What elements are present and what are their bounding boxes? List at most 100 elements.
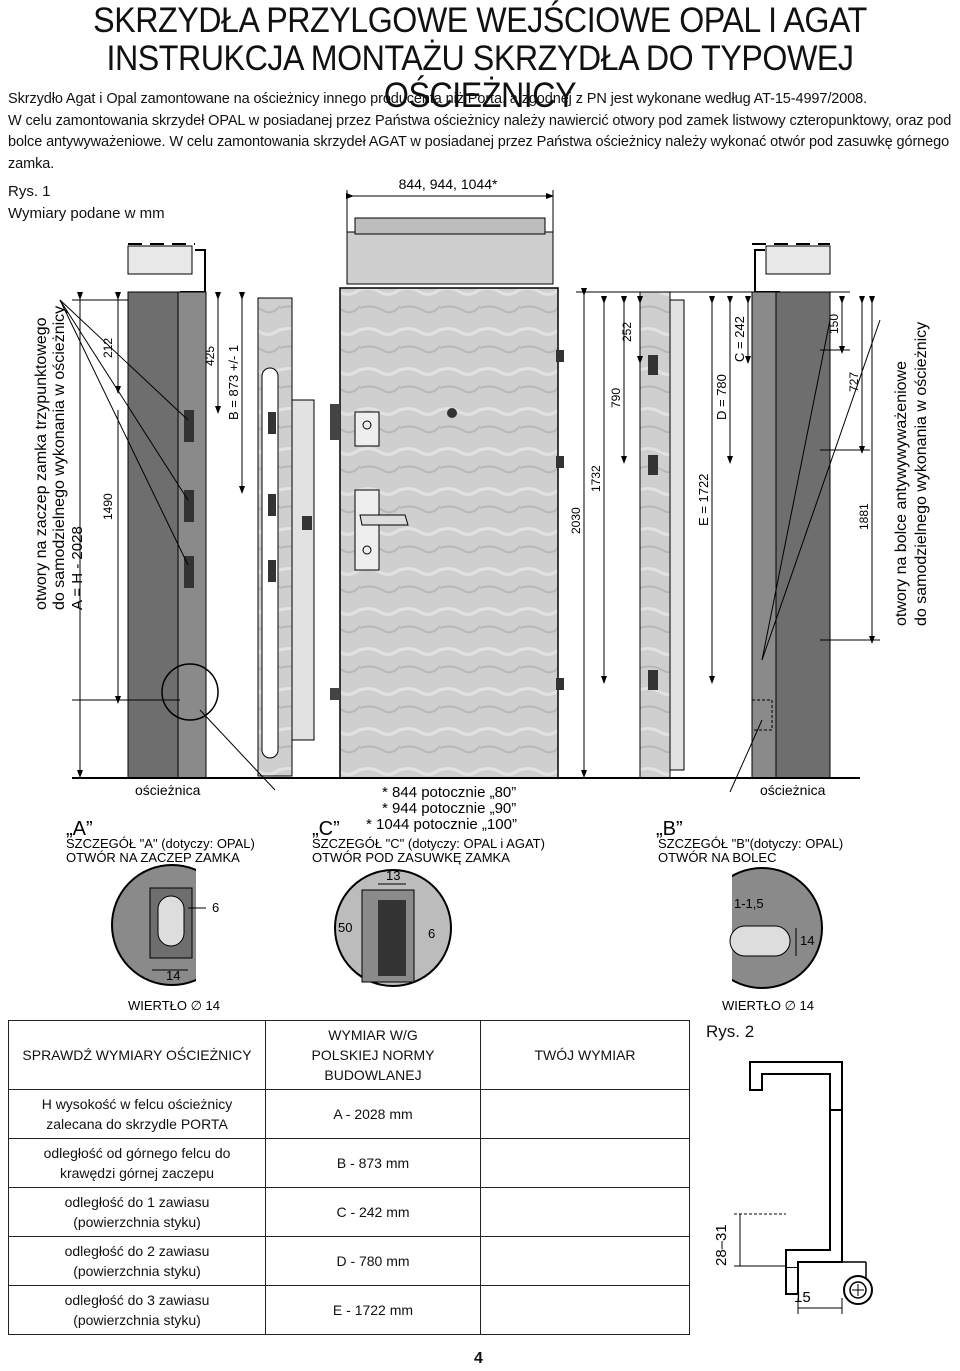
- table-row-yours[interactable]: [480, 1285, 690, 1335]
- title-line-2: INSTRUKCJA MONTAŻU SKRZYDŁA DO TYPOWEJ O…: [106, 39, 854, 115]
- dim-1490: 1490: [101, 493, 115, 520]
- frame-profile-drawing: 28–31 15: [713, 1061, 873, 1314]
- table-header-norm-2: POLSKIEJ NORMY: [311, 1047, 435, 1063]
- table-row: odległość do 3 zawiasu (powierzchnia styk…: [8, 1285, 690, 1335]
- detail-a-line2: OTWÓR NA ZACZEP ZAMKA: [66, 850, 240, 865]
- dim-790: 790: [609, 388, 623, 408]
- oscieznica-right-label: ościeżnica: [760, 782, 826, 798]
- intro-p1: Skrzydło Agat i Opal zamontowane na ości…: [8, 91, 868, 107]
- table-row-norm: D - 780 mm: [265, 1236, 481, 1286]
- row-label-1: odległość do 3 zawiasu: [64, 1292, 210, 1308]
- dim-c: C = 242: [732, 316, 747, 362]
- detail-c-50: 50: [338, 920, 352, 935]
- table-row-norm: A - 2028 mm: [265, 1089, 481, 1139]
- table-row-norm: C - 242 mm: [265, 1187, 481, 1237]
- dim-727: 727: [847, 372, 861, 392]
- intro-p3: W celu zamontowania skrzydeł AGAT w posi…: [8, 134, 950, 172]
- detail-c-13: 13: [386, 868, 400, 883]
- table-row-label: H wysokość w felcu ościeżnicy zalecana do…: [8, 1089, 266, 1139]
- dim-2030: 2030: [569, 507, 583, 534]
- row-label-1: odległość do 2 zawiasu: [64, 1243, 210, 1259]
- profile-dim-15: 15: [794, 1289, 811, 1306]
- row-label-2: (powierzchnia styku): [73, 1214, 201, 1230]
- page-number: 4: [474, 1350, 483, 1367]
- title-line-1: SKRZYDŁA PRZYLGOWE WEJŚCIOWE OPAL I AGAT: [93, 1, 867, 40]
- door-diagram: 844, 944, 1044*: [33, 176, 930, 1010]
- row-label-2: (powierzchnia styku): [73, 1263, 201, 1279]
- note-944: * 944 potocznie „90”: [382, 800, 516, 817]
- detail-c-drawing: 13 50 6: [334, 868, 452, 987]
- detail-c-6: 6: [428, 926, 435, 941]
- detail-a-line1: SZCZEGÓŁ "A" (dotyczy: OPAL): [66, 836, 255, 851]
- profile-dim-28-31: 28–31: [713, 1224, 730, 1266]
- dim-212: 212: [101, 338, 115, 358]
- dim-d: D = 780: [714, 374, 729, 420]
- table-row: odległość od górnego felcu do krawędzi gó…: [8, 1138, 690, 1188]
- table-header-check-text: SPRAWDŹ WYMIARY OŚCIEŻNICY: [22, 1047, 252, 1063]
- table-row-yours[interactable]: [480, 1187, 690, 1237]
- detail-a-14: 14: [166, 968, 180, 983]
- rys-2-label: Rys. 2: [706, 1022, 755, 1041]
- table-row: odległość do 1 zawiasu (powierzchnia styk…: [8, 1187, 690, 1237]
- table-row-label: odległość do 3 zawiasu (powierzchnia styk…: [8, 1285, 266, 1335]
- note-1044: * 1044 potocznie „100”: [366, 816, 517, 833]
- row-label-1: odległość od górnego felcu do: [43, 1145, 231, 1161]
- row-label-2: zalecana do skrzydle PORTA: [46, 1116, 228, 1132]
- table-header-norm-3: BUDOWLANEJ: [324, 1067, 422, 1083]
- table-header-norm-1: WYMIAR W/G: [328, 1027, 418, 1043]
- detail-c-line1: SZCZEGÓŁ "C" (dotyczy: OPAL i AGAT): [312, 836, 545, 851]
- row-label-2: (powierzchnia styku): [73, 1312, 201, 1328]
- left-note-a: A = H - 2028: [69, 526, 86, 610]
- dim-1881: 1881: [857, 503, 871, 530]
- detail-b-14: 14: [800, 933, 814, 948]
- intro-text: Skrzydło Agat i Opal zamontowane na ości…: [8, 89, 956, 175]
- right-note-line-2: do samodzielnego wykonania w ościeżnicy: [913, 322, 930, 626]
- detail-b-mark: „B”: [656, 818, 683, 840]
- row-label-2: krawędzi górnej zaczepu: [59, 1165, 215, 1181]
- table-row-label: odległość od górnego felcu do krawędzi gó…: [8, 1138, 266, 1188]
- dim-b: B = 873 +/- 1: [226, 345, 241, 420]
- width-dimension: 844, 944, 1044*: [399, 176, 498, 192]
- table-row: H wysokość w felcu ościeżnicy zalecana do…: [8, 1089, 690, 1139]
- detail-b-drill: WIERTŁO ∅ 14: [722, 998, 814, 1010]
- detail-b-line2: OTWÓR NA BOLEC: [658, 850, 776, 865]
- note-844: * 844 potocznie „80”: [382, 784, 516, 801]
- dim-252: 252: [620, 322, 634, 342]
- dim-150: 150: [827, 314, 841, 334]
- table-row-norm: E - 1722 mm: [265, 1285, 481, 1335]
- detail-c-line2: OTWÓR POD ZASUWKĘ ZAMKA: [312, 850, 510, 865]
- table-row-norm: B - 873 mm: [265, 1138, 481, 1188]
- left-note-line-1: otwory na zaczep zamka trzypunktowego: [33, 317, 50, 610]
- units-label: Wymiary podane w mm: [8, 205, 165, 222]
- row-label-1: odległość do 1 zawiasu: [64, 1194, 210, 1210]
- table-header-check: SPRAWDŹ WYMIARY OŚCIEŻNICY: [8, 1020, 266, 1090]
- detail-a-drill: WIERTŁO ∅ 14: [128, 998, 220, 1010]
- table-header-yours-text: TWÓJ WYMIAR: [534, 1047, 636, 1063]
- table-header-row: SPRAWDŹ WYMIARY OŚCIEŻNICY WYMIAR W/G PO…: [8, 1020, 690, 1090]
- table-row-yours[interactable]: [480, 1089, 690, 1139]
- rys-1-label: Rys. 1: [8, 183, 51, 200]
- detail-a-6: 6: [212, 900, 219, 915]
- table-header-yours: TWÓJ WYMIAR: [480, 1020, 690, 1090]
- dim-425: 425: [203, 346, 217, 366]
- table-row-yours[interactable]: [480, 1138, 690, 1188]
- intro-p2: W celu zamontowania skrzydeł OPAL w posi…: [8, 112, 952, 151]
- oscieznica-left-label: ościeżnica: [135, 782, 201, 798]
- detail-a-drawing: 6 14 WIERTŁO ∅ 14: [111, 864, 236, 1010]
- left-note-line-2: do samodzielnego wykonania w ościeżnicy: [51, 306, 68, 610]
- table-row: odległość do 2 zawiasu (powierzchnia styk…: [8, 1236, 690, 1286]
- right-note-line-1: otwory na bolce antywywyważeniowe: [893, 361, 910, 626]
- detail-b-drawing: 1-1,5 14 WIERTŁO ∅ 14: [700, 866, 823, 1010]
- table-row-label: odległość do 1 zawiasu (powierzchnia styk…: [8, 1187, 266, 1237]
- dimension-check-table: SPRAWDŹ WYMIARY OŚCIEŻNICY WYMIAR W/G PO…: [8, 1020, 690, 1335]
- row-label-1: H wysokość w felcu ościeżnicy: [41, 1096, 233, 1112]
- dim-1732: 1732: [589, 465, 603, 492]
- detail-a-mark: „A”: [66, 818, 93, 840]
- dim-e: E = 1722: [696, 474, 711, 526]
- table-row-label: odległość do 2 zawiasu (powierzchnia styk…: [8, 1236, 266, 1286]
- detail-b-1-1-5: 1-1,5: [734, 896, 764, 911]
- table-header-norm: WYMIAR W/G POLSKIEJ NORMY BUDOWLANEJ: [265, 1020, 481, 1090]
- table-row-yours[interactable]: [480, 1236, 690, 1286]
- detail-c-mark: „C”: [312, 818, 340, 840]
- detail-b-line1: SZCZEGÓŁ "B"(dotyczy: OPAL): [658, 836, 843, 851]
